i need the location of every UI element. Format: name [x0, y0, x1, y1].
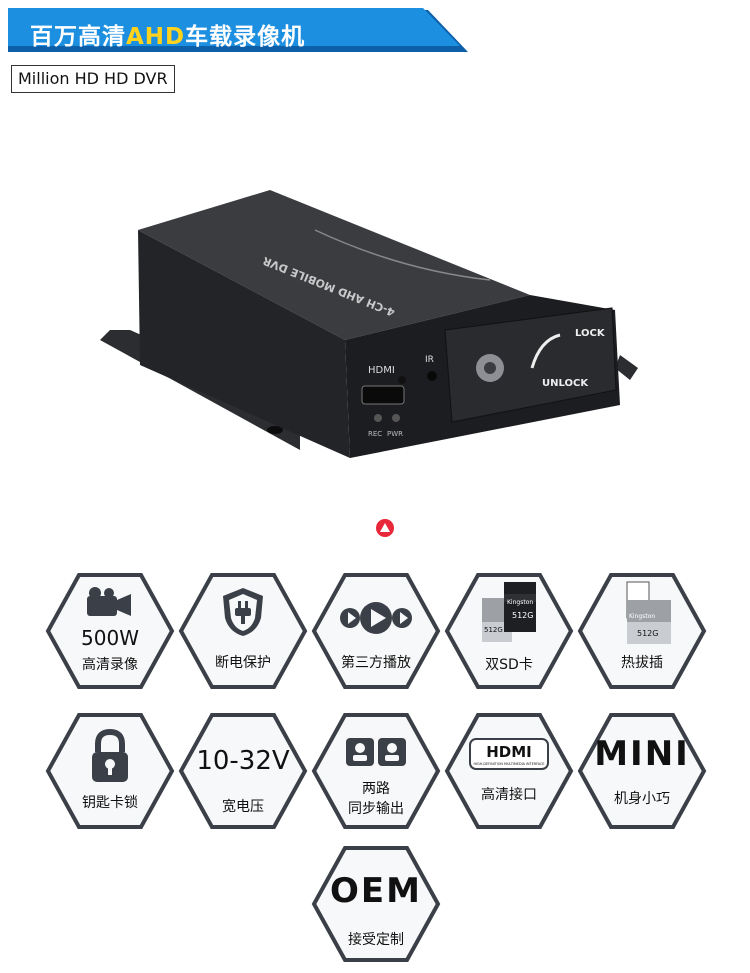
feature-label: 宽电压: [222, 799, 264, 815]
feature-label: 双SD卡: [485, 657, 533, 673]
unlock-label: UNLOCK: [542, 378, 589, 389]
feature-key-lock: 钥匙卡锁: [45, 712, 175, 830]
feature-label: 钥匙卡锁: [82, 795, 138, 811]
page-title: 百万高清AHD车载录像机: [30, 24, 306, 50]
feature-big-text: MINI: [594, 734, 690, 774]
play-icon: [311, 600, 441, 636]
feature-oem-custom: OEM 接受定制: [311, 845, 441, 963]
feature-label: 断电保护: [215, 655, 271, 671]
feature-label-line2: 同步输出: [348, 801, 404, 817]
svg-text:Kingston: Kingston: [507, 599, 533, 606]
feature-big-text: 10-32V: [196, 746, 290, 776]
padlock-icon: [45, 728, 175, 784]
dual-sd-card-icon: Kingston 512G 512G: [444, 580, 574, 648]
feature-dual-sd: Kingston 512G 512G 双SD卡: [444, 572, 574, 690]
pwr-led: [392, 414, 400, 422]
feature-power-protection: 断电保护: [178, 572, 308, 690]
camera-icon: [45, 586, 175, 618]
rec-led: [374, 414, 382, 422]
power-shield-icon: [178, 586, 308, 638]
lock-label: LOCK: [575, 328, 606, 339]
feature-label: 高清录像: [82, 657, 138, 673]
feature-third-party-playback: 第三方播放: [311, 572, 441, 690]
feature-label: 第三方播放: [341, 655, 411, 671]
page-subtitle: Million HD HD DVR: [11, 65, 175, 93]
pwr-label: PWR: [387, 430, 403, 438]
feature-mini-size: MINI 机身小巧: [577, 712, 707, 830]
red-triangle-icon: [376, 519, 394, 537]
feature-hot-swap: Kingston 512G 热拔插: [577, 572, 707, 690]
feature-wide-voltage: 10-32V 宽电压: [178, 712, 308, 830]
hot-swap-sd-icon: Kingston 512G: [577, 580, 707, 648]
rec-label: REC: [368, 430, 382, 438]
feature-big-text: 500W: [81, 626, 139, 650]
svg-text:HIGH-DEFINITION MULTIMEDIA INT: HIGH-DEFINITION MULTIMEDIA INTERFACE: [473, 762, 544, 766]
feature-dual-sync-output: 两路 同步输出: [311, 712, 441, 830]
svg-text:Kingston: Kingston: [629, 613, 655, 620]
dvr-device-image: 4-CH AHD MOBILE DVR HDMI IR REC PWR LOCK…: [100, 190, 645, 484]
svg-text:HDMI: HDMI: [486, 743, 532, 761]
feature-label: 接受定制: [348, 932, 404, 948]
hdmi-port: [361, 385, 405, 405]
feature-label-line1: 两路: [362, 781, 390, 797]
hdmi-port-label: HDMI: [368, 365, 395, 376]
feature-label: 高清接口: [481, 787, 537, 803]
ir-sensor: [427, 371, 437, 381]
feature-500w-recording: 500W 高清录像: [45, 572, 175, 690]
dual-output-icon: [311, 736, 441, 768]
feature-label: 机身小巧: [614, 791, 670, 807]
feature-label: 热拔插: [621, 655, 663, 671]
banner-background: [8, 8, 468, 52]
svg-text:512G: 512G: [637, 629, 658, 638]
feature-big-text: OEM: [330, 871, 422, 911]
svg-text:512G: 512G: [512, 611, 533, 620]
header-banner: 百万高清AHD车载录像机: [8, 8, 470, 54]
ir-label: IR: [425, 355, 434, 365]
svg-text:512G: 512G: [484, 626, 503, 634]
